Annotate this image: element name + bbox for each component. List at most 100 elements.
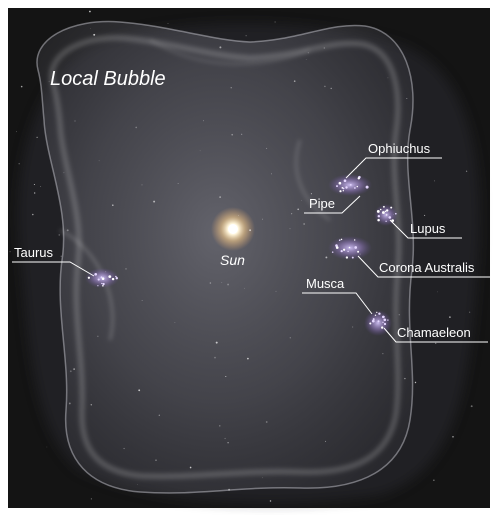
star: [105, 271, 106, 272]
star: [40, 186, 41, 187]
cluster-star: [97, 285, 98, 286]
star: [89, 11, 91, 13]
star: [291, 213, 292, 214]
cluster-star: [385, 211, 386, 212]
star: [90, 28, 91, 29]
star: [178, 183, 179, 184]
star: [325, 441, 326, 442]
cluster-star: [101, 283, 102, 284]
star: [270, 500, 271, 501]
star: [70, 370, 72, 372]
star: [246, 35, 247, 36]
cluster-star: [386, 214, 387, 215]
star: [228, 489, 230, 491]
star: [276, 291, 277, 292]
star: [471, 405, 473, 407]
star: [219, 46, 221, 48]
cluster-star: [102, 283, 104, 285]
star: [36, 137, 37, 138]
cluster-star: [346, 256, 348, 258]
star: [449, 316, 451, 318]
cluster-star: [350, 184, 352, 186]
cluster-star: [383, 206, 385, 208]
cluster-star: [378, 215, 380, 217]
star: [216, 342, 218, 344]
star: [294, 80, 296, 82]
star: [271, 173, 272, 174]
star: [175, 322, 176, 323]
star: [331, 88, 332, 89]
star: [97, 336, 98, 337]
star: [93, 34, 95, 36]
cluster-star: [345, 186, 347, 188]
cluster-taurus: [85, 268, 119, 288]
cluster-star: [108, 275, 111, 278]
sun: [228, 224, 238, 234]
title-label: Local Bubble: [50, 68, 166, 90]
cluster-star: [395, 213, 397, 215]
cluster-star: [336, 246, 339, 249]
star: [21, 86, 23, 88]
star: [73, 368, 74, 369]
star: [404, 378, 405, 379]
star: [406, 98, 407, 99]
star: [387, 77, 388, 78]
cluster-star: [377, 210, 380, 213]
cluster-star: [88, 277, 90, 279]
star: [275, 21, 276, 22]
cluster-star: [373, 318, 375, 320]
star: [227, 442, 228, 443]
star: [297, 208, 299, 210]
star: [424, 215, 425, 216]
star: [168, 23, 169, 24]
star: [352, 327, 353, 328]
star: [262, 477, 263, 478]
cluster-star: [354, 239, 355, 240]
star: [138, 389, 140, 391]
cluster-star: [354, 187, 356, 189]
star: [452, 436, 454, 438]
label-ophiuchus: Ophiuchus: [368, 141, 431, 156]
cluster-star: [377, 320, 379, 322]
star: [34, 184, 35, 185]
cluster-star: [358, 177, 360, 179]
star: [64, 172, 65, 173]
cluster-star: [380, 209, 382, 211]
star: [69, 402, 71, 404]
label-chamaeleon: Chamaeleon: [397, 325, 471, 340]
cluster-star: [347, 251, 348, 252]
star: [225, 376, 226, 377]
star: [325, 256, 327, 258]
label-pipe: Pipe: [309, 196, 335, 211]
star: [200, 151, 201, 152]
star: [247, 358, 249, 360]
star: [434, 180, 435, 181]
cluster-star: [382, 322, 383, 323]
star: [238, 215, 239, 216]
cluster-star: [112, 278, 114, 280]
star: [469, 312, 470, 313]
star: [399, 314, 400, 315]
cluster-star: [357, 251, 359, 253]
cluster-star: [115, 276, 117, 278]
cluster-star: [369, 322, 371, 324]
label-corona-australis: Corona Australis: [379, 260, 475, 275]
star: [16, 131, 17, 132]
cluster-star: [339, 239, 341, 241]
star: [135, 127, 137, 129]
star: [308, 52, 309, 53]
cluster-star: [384, 323, 386, 325]
label-lupus: Lupus: [410, 221, 446, 236]
cluster-star: [336, 185, 338, 187]
cluster-star: [339, 182, 342, 185]
star: [393, 214, 394, 215]
cluster-star: [388, 216, 391, 219]
label-taurus: Taurus: [14, 245, 54, 260]
star: [67, 229, 69, 231]
star: [137, 484, 138, 485]
cluster-star: [116, 277, 118, 279]
cluster-star: [102, 277, 105, 280]
cluster-star: [332, 251, 334, 253]
star: [249, 229, 251, 231]
